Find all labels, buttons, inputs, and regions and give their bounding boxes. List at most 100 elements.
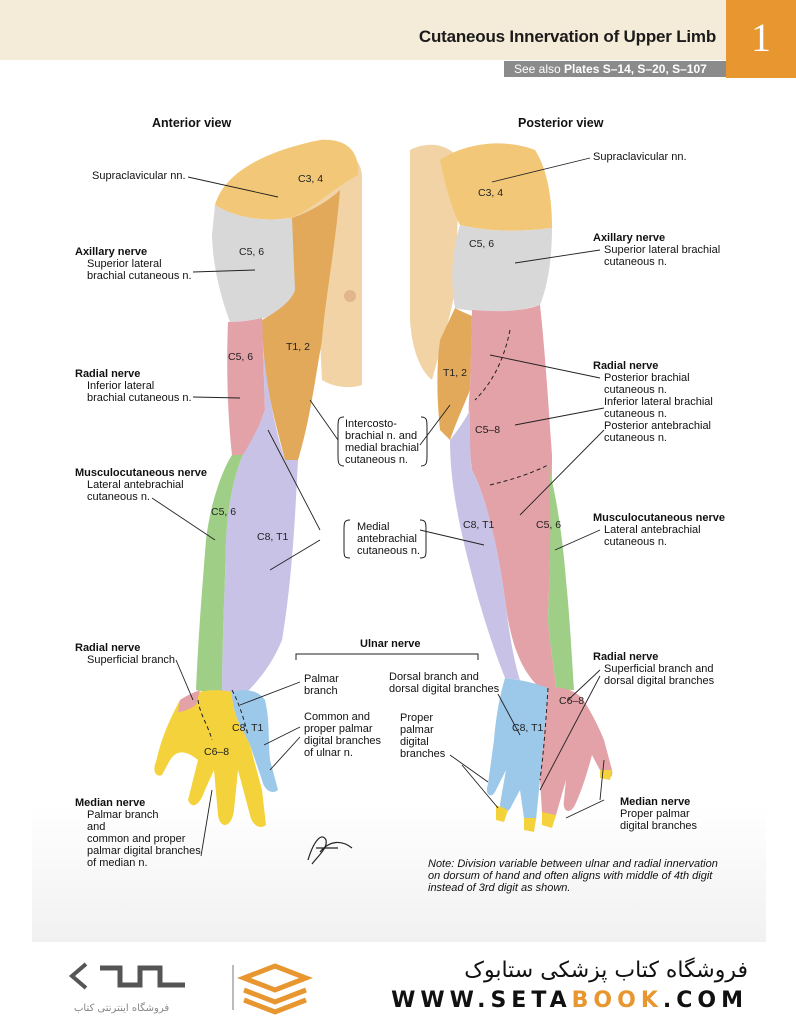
see-also-prefix: See also bbox=[514, 62, 561, 76]
label-posterior-musculocutaneous: Musculocutaneous nerve Lateral antebrach… bbox=[593, 512, 725, 548]
label-sub: cutaneous n. bbox=[604, 256, 667, 268]
label-posterior-supraclavicular: Supraclavicular nn. bbox=[593, 151, 687, 163]
store-logo bbox=[68, 962, 313, 1015]
anterior-dashed-line-2 bbox=[231, 689, 249, 736]
label-line: cutaneous n. bbox=[357, 545, 420, 557]
chapter-badge: 1 bbox=[726, 0, 796, 78]
label-ulnar-dorsal-branch: Dorsal branch and dorsal digital branche… bbox=[389, 671, 499, 695]
posterior-leader-lines bbox=[419, 157, 605, 819]
label-heading: Radial nerve bbox=[593, 360, 659, 372]
label-heading: Musculocutaneous nerve bbox=[75, 467, 208, 479]
anterior-medial-region bbox=[222, 318, 298, 700]
label-sub: Superior lateral brachial bbox=[604, 244, 721, 256]
url-suffix: .COM bbox=[662, 988, 748, 1013]
anterior-t12-region bbox=[262, 190, 340, 460]
label-anterior-median: Median nerve Palmar branch and common an… bbox=[75, 797, 201, 869]
label-sub: cutaneous n. bbox=[604, 384, 667, 396]
label-text: Supraclavicular nn. bbox=[92, 170, 186, 182]
anterior-thumb-radial bbox=[178, 690, 200, 712]
label-line: Common and bbox=[304, 711, 371, 723]
posterior-musculo-region bbox=[548, 465, 574, 690]
label-posterior-axillary: Axillary nerve Superior lateral brachial… bbox=[593, 232, 720, 268]
label-line: branches bbox=[400, 748, 446, 760]
label-sub: Inferior lateral bbox=[87, 380, 155, 392]
posterior-dashed-line-1 bbox=[474, 329, 511, 401]
code-anterior-c68-hand: C6–8 bbox=[204, 746, 230, 758]
label-line: proper palmar bbox=[304, 723, 373, 735]
store-url[interactable]: WWW.SETABOOK.COM bbox=[391, 988, 748, 1013]
code-anterior-c8t1-forearm: C8, T1 bbox=[257, 531, 289, 543]
anterior-hand-median bbox=[154, 690, 266, 827]
label-line: medial brachial bbox=[345, 442, 419, 454]
label-heading: Musculocutaneous nerve bbox=[593, 512, 726, 524]
label-anterior-axillary: Axillary nerve Superior lateral brachial… bbox=[75, 246, 192, 282]
label-sub: digital branches bbox=[620, 820, 698, 832]
anterior-view-title: Anterior view bbox=[152, 116, 232, 130]
posterior-radial-region bbox=[468, 305, 556, 690]
label-anterior-radial-superficial: Radial nerve Superficial branch bbox=[75, 642, 175, 666]
label-posterior-radial: Radial nerve Posterior brachial cutaneou… bbox=[593, 360, 713, 444]
url-mid: BOOK bbox=[571, 988, 663, 1013]
logo-divider bbox=[232, 965, 234, 1010]
label-line: dorsal digital branches bbox=[389, 683, 500, 695]
label-ulnar-palmar-branch: Palmar branch bbox=[304, 673, 339, 697]
see-also-plates: Plates S–14, S–20, S–107 bbox=[564, 62, 707, 76]
anterior-hand-ulnar bbox=[232, 690, 278, 792]
label-sub: Superficial branch bbox=[87, 654, 176, 666]
posterior-c56-shoulder bbox=[452, 225, 552, 312]
posterior-dashed-line-2 bbox=[489, 464, 549, 486]
see-also-text: See also Plates S–14, S–20, S–107 bbox=[514, 62, 707, 76]
code-posterior-c56-forearm: C5, 6 bbox=[536, 519, 562, 531]
label-heading: Median nerve bbox=[620, 796, 691, 808]
posterior-hand-ulnar bbox=[486, 678, 548, 828]
label-sub: cutaneous n. bbox=[604, 408, 667, 420]
code-anterior-c56-arm: C5, 6 bbox=[228, 351, 254, 363]
label-text: Supraclavicular nn. bbox=[593, 151, 687, 163]
label-sub: cutaneous n. bbox=[604, 536, 667, 548]
posterior-fingertips-median bbox=[496, 770, 612, 832]
posterior-c34-region bbox=[440, 143, 552, 231]
posterior-dashed-line-3 bbox=[539, 687, 549, 781]
anterior-musculo-region bbox=[196, 455, 243, 695]
code-posterior-c56-shoulder: C5, 6 bbox=[469, 238, 495, 250]
label-sub: Posterior antebrachial bbox=[604, 420, 712, 432]
code-posterior-c68-hand: C6–8 bbox=[559, 695, 585, 707]
label-heading: Axillary nerve bbox=[593, 232, 666, 244]
label-ulnar-nerve: Ulnar nerve bbox=[360, 638, 421, 650]
anterior-radial-upper bbox=[227, 318, 265, 455]
label-sub: Palmar branch bbox=[87, 809, 159, 821]
page-title: Cutaneous Innervation of Upper Limb bbox=[418, 27, 716, 46]
see-also-bar: See also Plates S–14, S–20, S–107 bbox=[504, 61, 726, 77]
label-line: branch bbox=[304, 685, 338, 697]
label-anterior-musculocutaneous: Musculocutaneous nerve Lateral antebrach… bbox=[75, 467, 207, 503]
label-line: Intercosto- bbox=[345, 418, 397, 430]
label-medial-antebrachial: Medial antebrachial cutaneous n. bbox=[357, 521, 420, 557]
posterior-hand-radial bbox=[540, 687, 613, 824]
label-anterior-supraclavicular: Supraclavicular nn. bbox=[92, 170, 186, 182]
posterior-view-title: Posterior view bbox=[518, 116, 604, 130]
netter-signature bbox=[307, 836, 353, 865]
code-anterior-c34: C3, 4 bbox=[298, 173, 324, 185]
anterior-nipple bbox=[344, 290, 356, 302]
label-sub: brachial cutaneous n. bbox=[87, 392, 192, 404]
label-ulnar-proper-palmar: Proper palmar digital branches bbox=[400, 712, 445, 760]
logo-script-shape bbox=[100, 965, 185, 988]
label-line: digital bbox=[400, 736, 429, 748]
code-posterior-c8t1-forearm: C8, T1 bbox=[463, 519, 495, 531]
label-sub: Superior lateral bbox=[87, 258, 162, 270]
label-line: of ulnar n. bbox=[304, 747, 353, 759]
label-line: brachial n. and bbox=[345, 430, 418, 442]
posterior-arm bbox=[410, 143, 613, 832]
label-heading: Axillary nerve bbox=[75, 246, 148, 258]
label-sub: Lateral antebrachial bbox=[87, 479, 184, 491]
label-sub: palmar digital branches bbox=[87, 845, 201, 857]
label-ulnar-common-proper: Common and proper palmar digital branche… bbox=[304, 711, 381, 759]
posterior-t12-region bbox=[437, 308, 472, 440]
label-sub: of median n. bbox=[87, 857, 148, 869]
plate-background bbox=[32, 86, 766, 942]
label-anterior-radial: Radial nerve Inferior lateral brachial c… bbox=[75, 368, 192, 404]
posterior-back bbox=[410, 144, 460, 380]
anterior-c56-shoulder bbox=[212, 205, 299, 322]
code-anterior-t12: T1, 2 bbox=[286, 341, 310, 353]
label-line: Proper bbox=[400, 712, 434, 724]
